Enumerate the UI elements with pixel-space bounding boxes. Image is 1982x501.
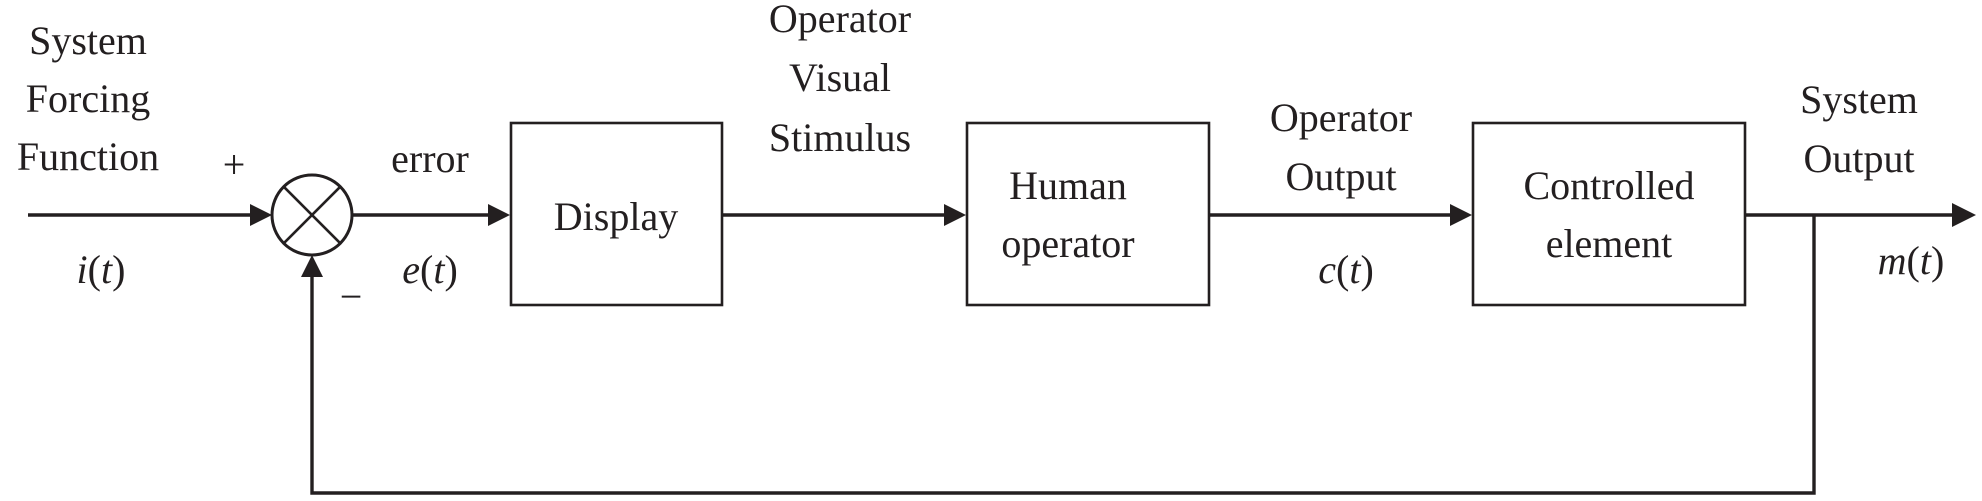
summing-junction	[270, 173, 354, 257]
input-function-label: i(t)	[77, 247, 126, 292]
error-function-label: e(t)	[402, 247, 458, 292]
controlled-element-label-line-2: element	[1546, 221, 1673, 266]
human-operator-block	[965, 121, 1211, 307]
system-output-label-line-1: System	[1800, 77, 1918, 122]
operator-output-function-label: c(t)	[1318, 247, 1374, 292]
minus-sign: −	[340, 274, 363, 319]
input-label-line-3: Function	[17, 134, 159, 179]
error-label: error	[391, 136, 469, 181]
input-label-line-2: Forcing	[26, 76, 150, 121]
controlled-element-block	[1471, 121, 1747, 307]
plus-sign: +	[223, 142, 246, 187]
feedback-arrowhead	[301, 255, 323, 277]
input-arrowhead	[250, 204, 272, 226]
display-label: Display	[554, 194, 678, 239]
operator-output-arrowhead	[1450, 204, 1472, 226]
error-arrowhead	[488, 204, 510, 226]
system-output-arrowhead	[1952, 203, 1976, 227]
system-output-label-line-2: Output	[1803, 136, 1914, 181]
controlled-element-label-line-1: Controlled	[1523, 163, 1694, 208]
operator-output-label-line-2: Output	[1285, 154, 1396, 199]
display-block	[509, 121, 724, 307]
visual-stimulus-label-line-1: Operator	[769, 0, 911, 41]
visual-stimulus-label-line-2: Visual	[789, 55, 891, 100]
human-operator-label-line-2: operator	[1001, 221, 1134, 266]
operator-output-label-line-1: Operator	[1270, 95, 1412, 140]
human-operator-label-line-1: Human	[1009, 163, 1127, 208]
stimulus-arrowhead	[944, 204, 966, 226]
input-label-line-1: System	[29, 18, 147, 63]
visual-stimulus-label-line-3: Stimulus	[769, 115, 911, 160]
feedback-path	[310, 215, 1816, 495]
system-output-function-label: m(t)	[1878, 238, 1945, 283]
